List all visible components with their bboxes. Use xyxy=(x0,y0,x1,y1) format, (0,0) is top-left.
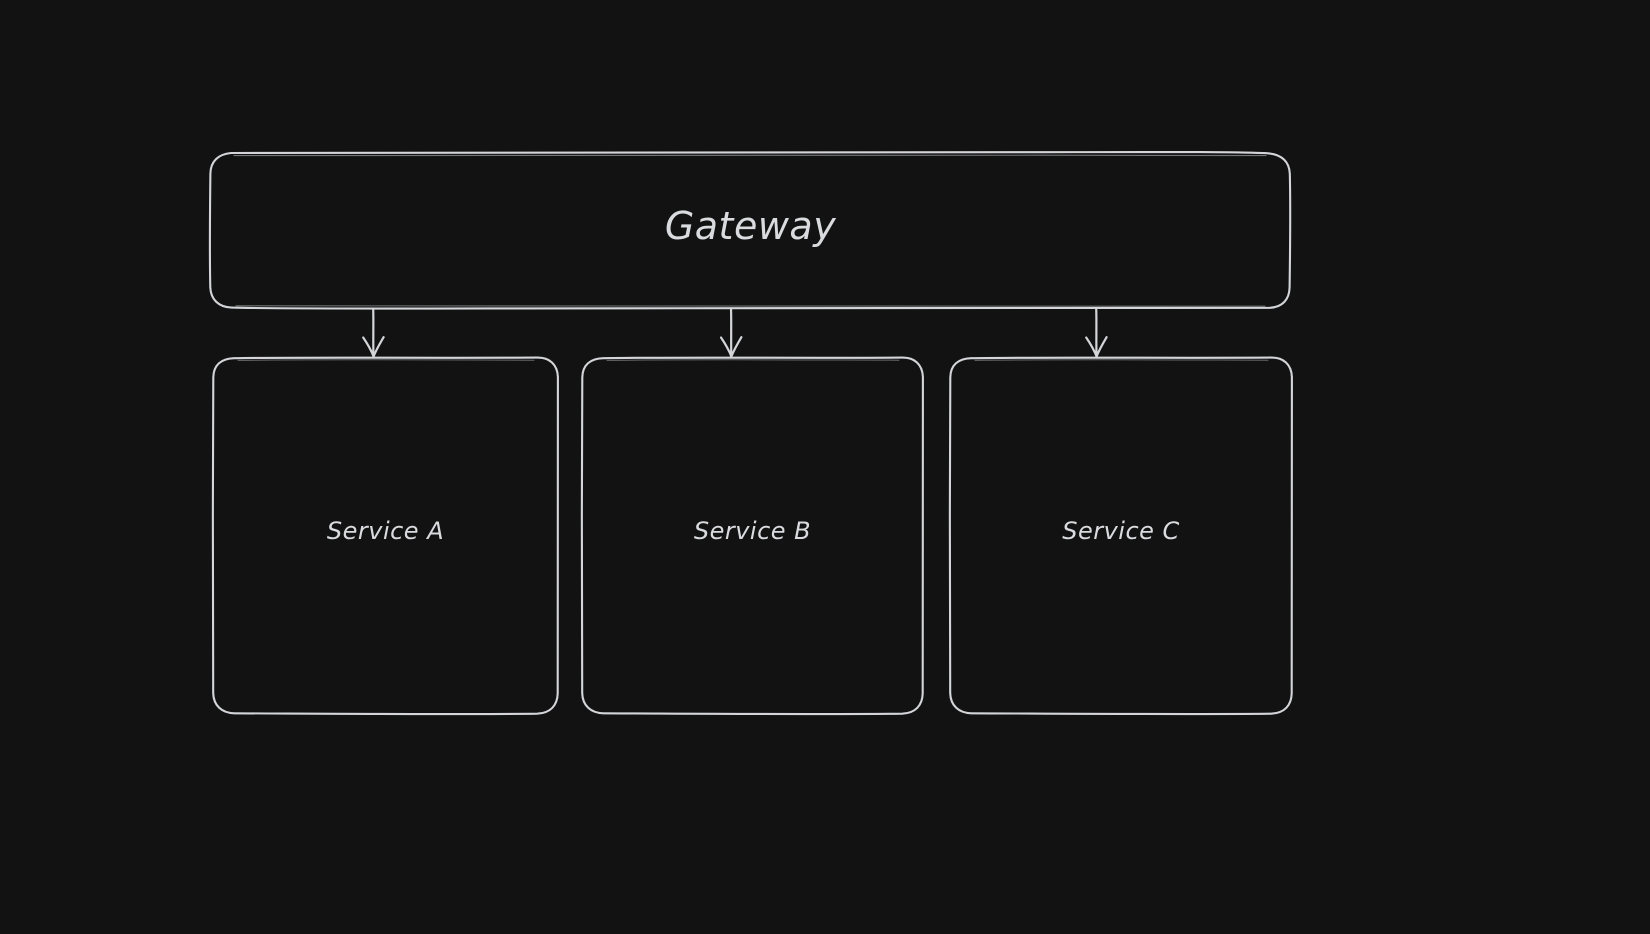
node-gateway-shape[interactable] xyxy=(208,150,1292,310)
edge-gateway-service-b[interactable] xyxy=(719,307,743,358)
node-service-a-shape[interactable] xyxy=(211,356,560,716)
node-service-b-shape[interactable] xyxy=(580,356,925,716)
edge-gateway-service-a[interactable] xyxy=(362,307,385,358)
edge-gateway-service-c[interactable] xyxy=(1085,307,1108,358)
node-service-c-shape[interactable] xyxy=(948,356,1294,716)
